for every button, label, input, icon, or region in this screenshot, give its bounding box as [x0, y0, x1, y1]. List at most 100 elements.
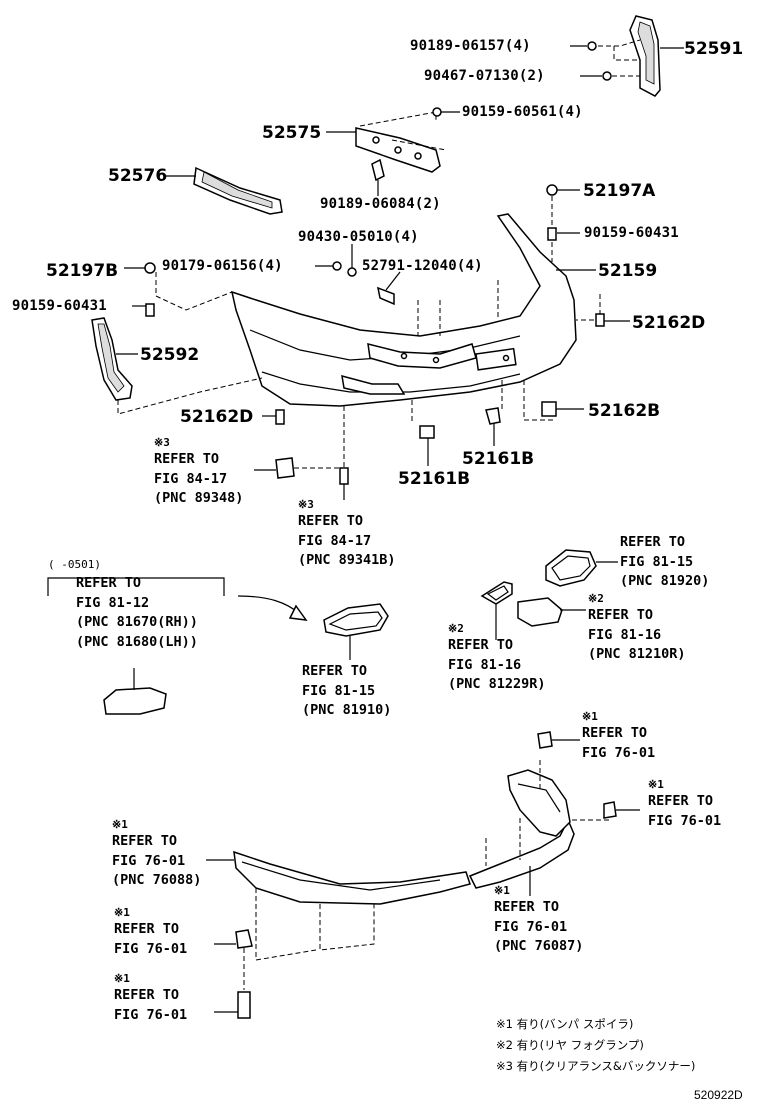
spoiler-drawing [206, 731, 640, 1019]
bracket-52591-drawing [570, 15, 684, 97]
part-label-52159: 52159 [598, 261, 658, 281]
fastener-label-90189-06084: 90189-06084(2) [320, 196, 441, 212]
fastener-label-90179-06156: 90179-06156(4) [162, 258, 283, 274]
fastener-label-90467-07130: 90467-07130(2) [424, 68, 545, 84]
reference-fig-76-01-76087: ※1 REFER TO FIG 76-01 (PNC 76087) [494, 884, 583, 957]
part-label-52161b-left: 52161B [398, 469, 471, 489]
reference-line: REFER TO [298, 513, 364, 529]
reference-fig-81-15-81910: REFER TO FIG 81-15 (PNC 81910) [302, 662, 391, 721]
fastener-label-90159-60431-right: 90159-60431 [584, 225, 679, 241]
note-1: ※1 有り(バンパ スポイラ) [496, 1017, 634, 1031]
reference-line: REFER TO [648, 793, 714, 809]
reference-line: FIG 76-01 [648, 812, 722, 829]
reference-fig-81-16-81229r: ※2 REFER TO FIG 81-16 (PNC 81229R) [448, 622, 546, 695]
reference-line: (PNC 81229R) [448, 676, 546, 692]
fasteners-right-drawing [546, 184, 580, 262]
reference-line: REFER TO [302, 663, 368, 679]
bracket-52592-drawing [91, 317, 263, 415]
reference-fig-76-01-clip: ※1 REFER TO FIG 76-01 [114, 906, 187, 959]
reference-line: (PNC 89348) [154, 490, 244, 506]
reference-fig-76-01-bolt: ※1 REFER TO FIG 76-01 [114, 972, 187, 1025]
part-label-52576: 52576 [108, 166, 168, 186]
part-label-52197b: 52197B [46, 261, 119, 281]
reference-line: REFER TO [620, 534, 686, 550]
reference-line: FIG 81-16 [448, 656, 522, 673]
part-label-52591: 52591 [684, 39, 744, 59]
fastener-label-52791-12040: 52791-12040(4) [362, 258, 483, 274]
reference-line: FIG 81-15 [302, 682, 376, 699]
refer-box-drawing [47, 577, 308, 715]
reference-mark: ※3 [298, 498, 314, 511]
reference-line: REFER TO [448, 637, 514, 653]
reference-fig-84-17-89341b: ※3 REFER TO FIG 84-17 (PNC 89341B) [298, 498, 396, 571]
part-label-52161b-right: 52161B [462, 449, 535, 469]
reference-fig-84-17-89348: ※3 REFER TO FIG 84-17 (PNC 89348) [154, 436, 243, 509]
reference-mark: ※2 [588, 592, 604, 605]
part-label-52162d-left: 52162D [180, 407, 254, 427]
part-label-52197a: 52197A [583, 181, 656, 201]
reference-mark: ※1 [494, 884, 510, 897]
reference-line: REFER TO [494, 899, 560, 915]
part-label-52162b: 52162B [588, 401, 661, 421]
reference-line: FIG 76-01 [582, 744, 656, 761]
reference-line: REFER TO [112, 833, 178, 849]
reference-mark: ※1 [582, 710, 598, 723]
reference-line: (PNC 81910) [302, 702, 392, 718]
reference-line: FIG 76-01 [114, 940, 188, 957]
reference-line: REFER TO [76, 575, 142, 591]
reference-line: REFER TO [114, 987, 180, 1003]
reference-line: REFER TO [582, 725, 648, 741]
reference-mark: ※2 [448, 622, 464, 635]
clips-top-drawing [155, 244, 401, 311]
reference-fig-81-16-81210r: ※2 REFER TO FIG 81-16 (PNC 81210R) [588, 592, 686, 665]
lamp-81920-drawing [545, 549, 618, 587]
reference-mark: ※1 [114, 906, 130, 919]
reference-line: FIG 76-01 [112, 852, 186, 869]
reference-line: REFER TO [588, 607, 654, 623]
fastener-label-90159-60431-left: 90159-60431 [12, 298, 107, 314]
reference-line: FIG 81-16 [588, 626, 662, 643]
part-label-52592: 52592 [140, 345, 200, 365]
reference-line: (PNC 81670(RH)) [76, 614, 198, 630]
part-label-52162d-right: 52162D [632, 313, 706, 333]
reference-mark: ※1 [648, 778, 664, 791]
reference-line: FIG 84-17 [154, 470, 228, 487]
bumper-cover-52159-drawing [230, 213, 601, 470]
reference-line: REFER TO [114, 921, 180, 937]
fastener-label-90159-60561: 90159-60561(4) [462, 104, 583, 120]
legend-notes: ※1 有り(バンパ スポイラ) ※2 有り(リヤ フォグランプ) ※3 有り(ク… [496, 1014, 695, 1077]
reflector-81910-drawing [323, 603, 389, 660]
reference-line: FIG 84-17 [298, 532, 372, 549]
reference-line: FIG 76-01 [114, 1006, 188, 1023]
reference-fig-81-15-81920: REFER TO FIG 81-15 (PNC 81920) [620, 533, 709, 592]
diagram-code: 520922D [694, 1088, 743, 1102]
note-3: ※3 有り(クリアランス&バックソナー) [496, 1059, 696, 1073]
reference-line: (PNC 81210R) [588, 646, 686, 662]
reference-fig-76-01-top: ※1 REFER TO FIG 76-01 [582, 710, 655, 763]
small-parts-drawing [262, 313, 630, 466]
reference-mark: ※1 [114, 972, 130, 985]
fog-lamp-drawing [480, 581, 586, 640]
reference-line: (PNC 76088) [112, 872, 202, 888]
reference-fig-76-01-76088: ※1 REFER TO FIG 76-01 (PNC 76088) [112, 818, 201, 891]
fasteners-left-drawing [124, 262, 156, 317]
reference-line: (PNC 81680(LH)) [76, 633, 198, 650]
reference-line: (PNC 76087) [494, 938, 584, 954]
reference-line: REFER TO [154, 451, 220, 467]
reference-fig-76-01-right: ※1 REFER TO FIG 76-01 [648, 778, 721, 831]
reference-line: FIG 76-01 [494, 918, 568, 935]
note-2: ※2 有り(リヤ フォグランプ) [496, 1038, 644, 1052]
reference-mark: ※1 [112, 818, 128, 831]
reference-line: FIG 81-15 [620, 553, 694, 570]
bracket-52576-drawing [166, 166, 283, 215]
sonar-parts-drawing [254, 457, 349, 500]
reference-line: (PNC 89341B) [298, 552, 396, 568]
reference-mark: ※3 [154, 436, 170, 449]
reference-date-range: ( -0501) [48, 558, 101, 571]
bracket-52575-drawing [326, 107, 460, 196]
fastener-label-90430-05010: 90430-05010(4) [298, 229, 419, 245]
fastener-label-90189-06157: 90189-06157(4) [410, 38, 531, 54]
reference-line: (PNC 81920) [620, 573, 710, 589]
reference-fig-81-12: ( -0501) REFER TO FIG 81-12 (PNC 81670(R… [48, 556, 198, 652]
